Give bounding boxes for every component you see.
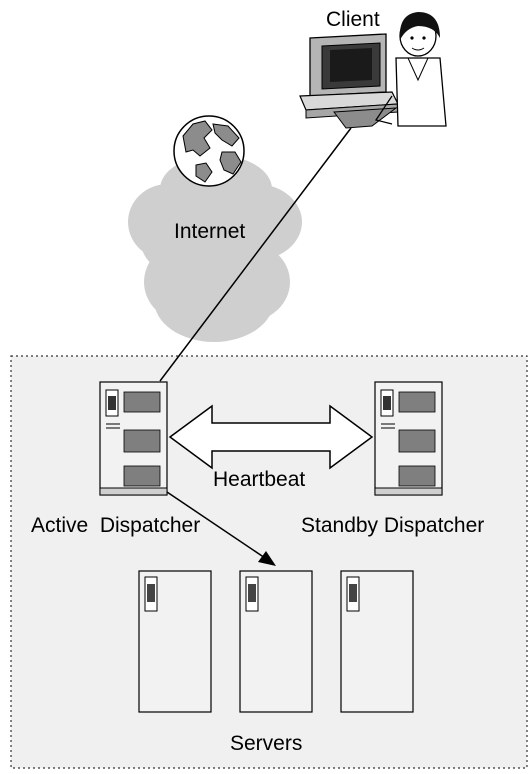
dispatch-arrow-head xyxy=(258,551,276,566)
double-headed-arrow-icon xyxy=(168,404,374,470)
active-dispatcher-server-icon xyxy=(99,381,168,496)
standby-dispatcher-server-icon xyxy=(374,381,443,496)
user-at-workstation-icon xyxy=(299,12,447,129)
heartbeat-label: Heartbeat xyxy=(213,468,306,491)
servers-label: Servers xyxy=(230,732,303,755)
internet-label: Internet xyxy=(174,220,246,243)
standby-dispatcher-label: Standby Dispatcher xyxy=(301,514,485,537)
dispatch-arrow-line xyxy=(166,491,269,561)
client-label: Client xyxy=(326,8,380,31)
client-connection-line xyxy=(159,127,352,382)
server-2-icon xyxy=(239,570,313,713)
server-1-icon xyxy=(138,570,212,713)
active-dispatcher-label: Active Dispatcher xyxy=(31,514,201,537)
server-3-icon xyxy=(340,570,414,713)
globe-icon xyxy=(173,115,245,187)
